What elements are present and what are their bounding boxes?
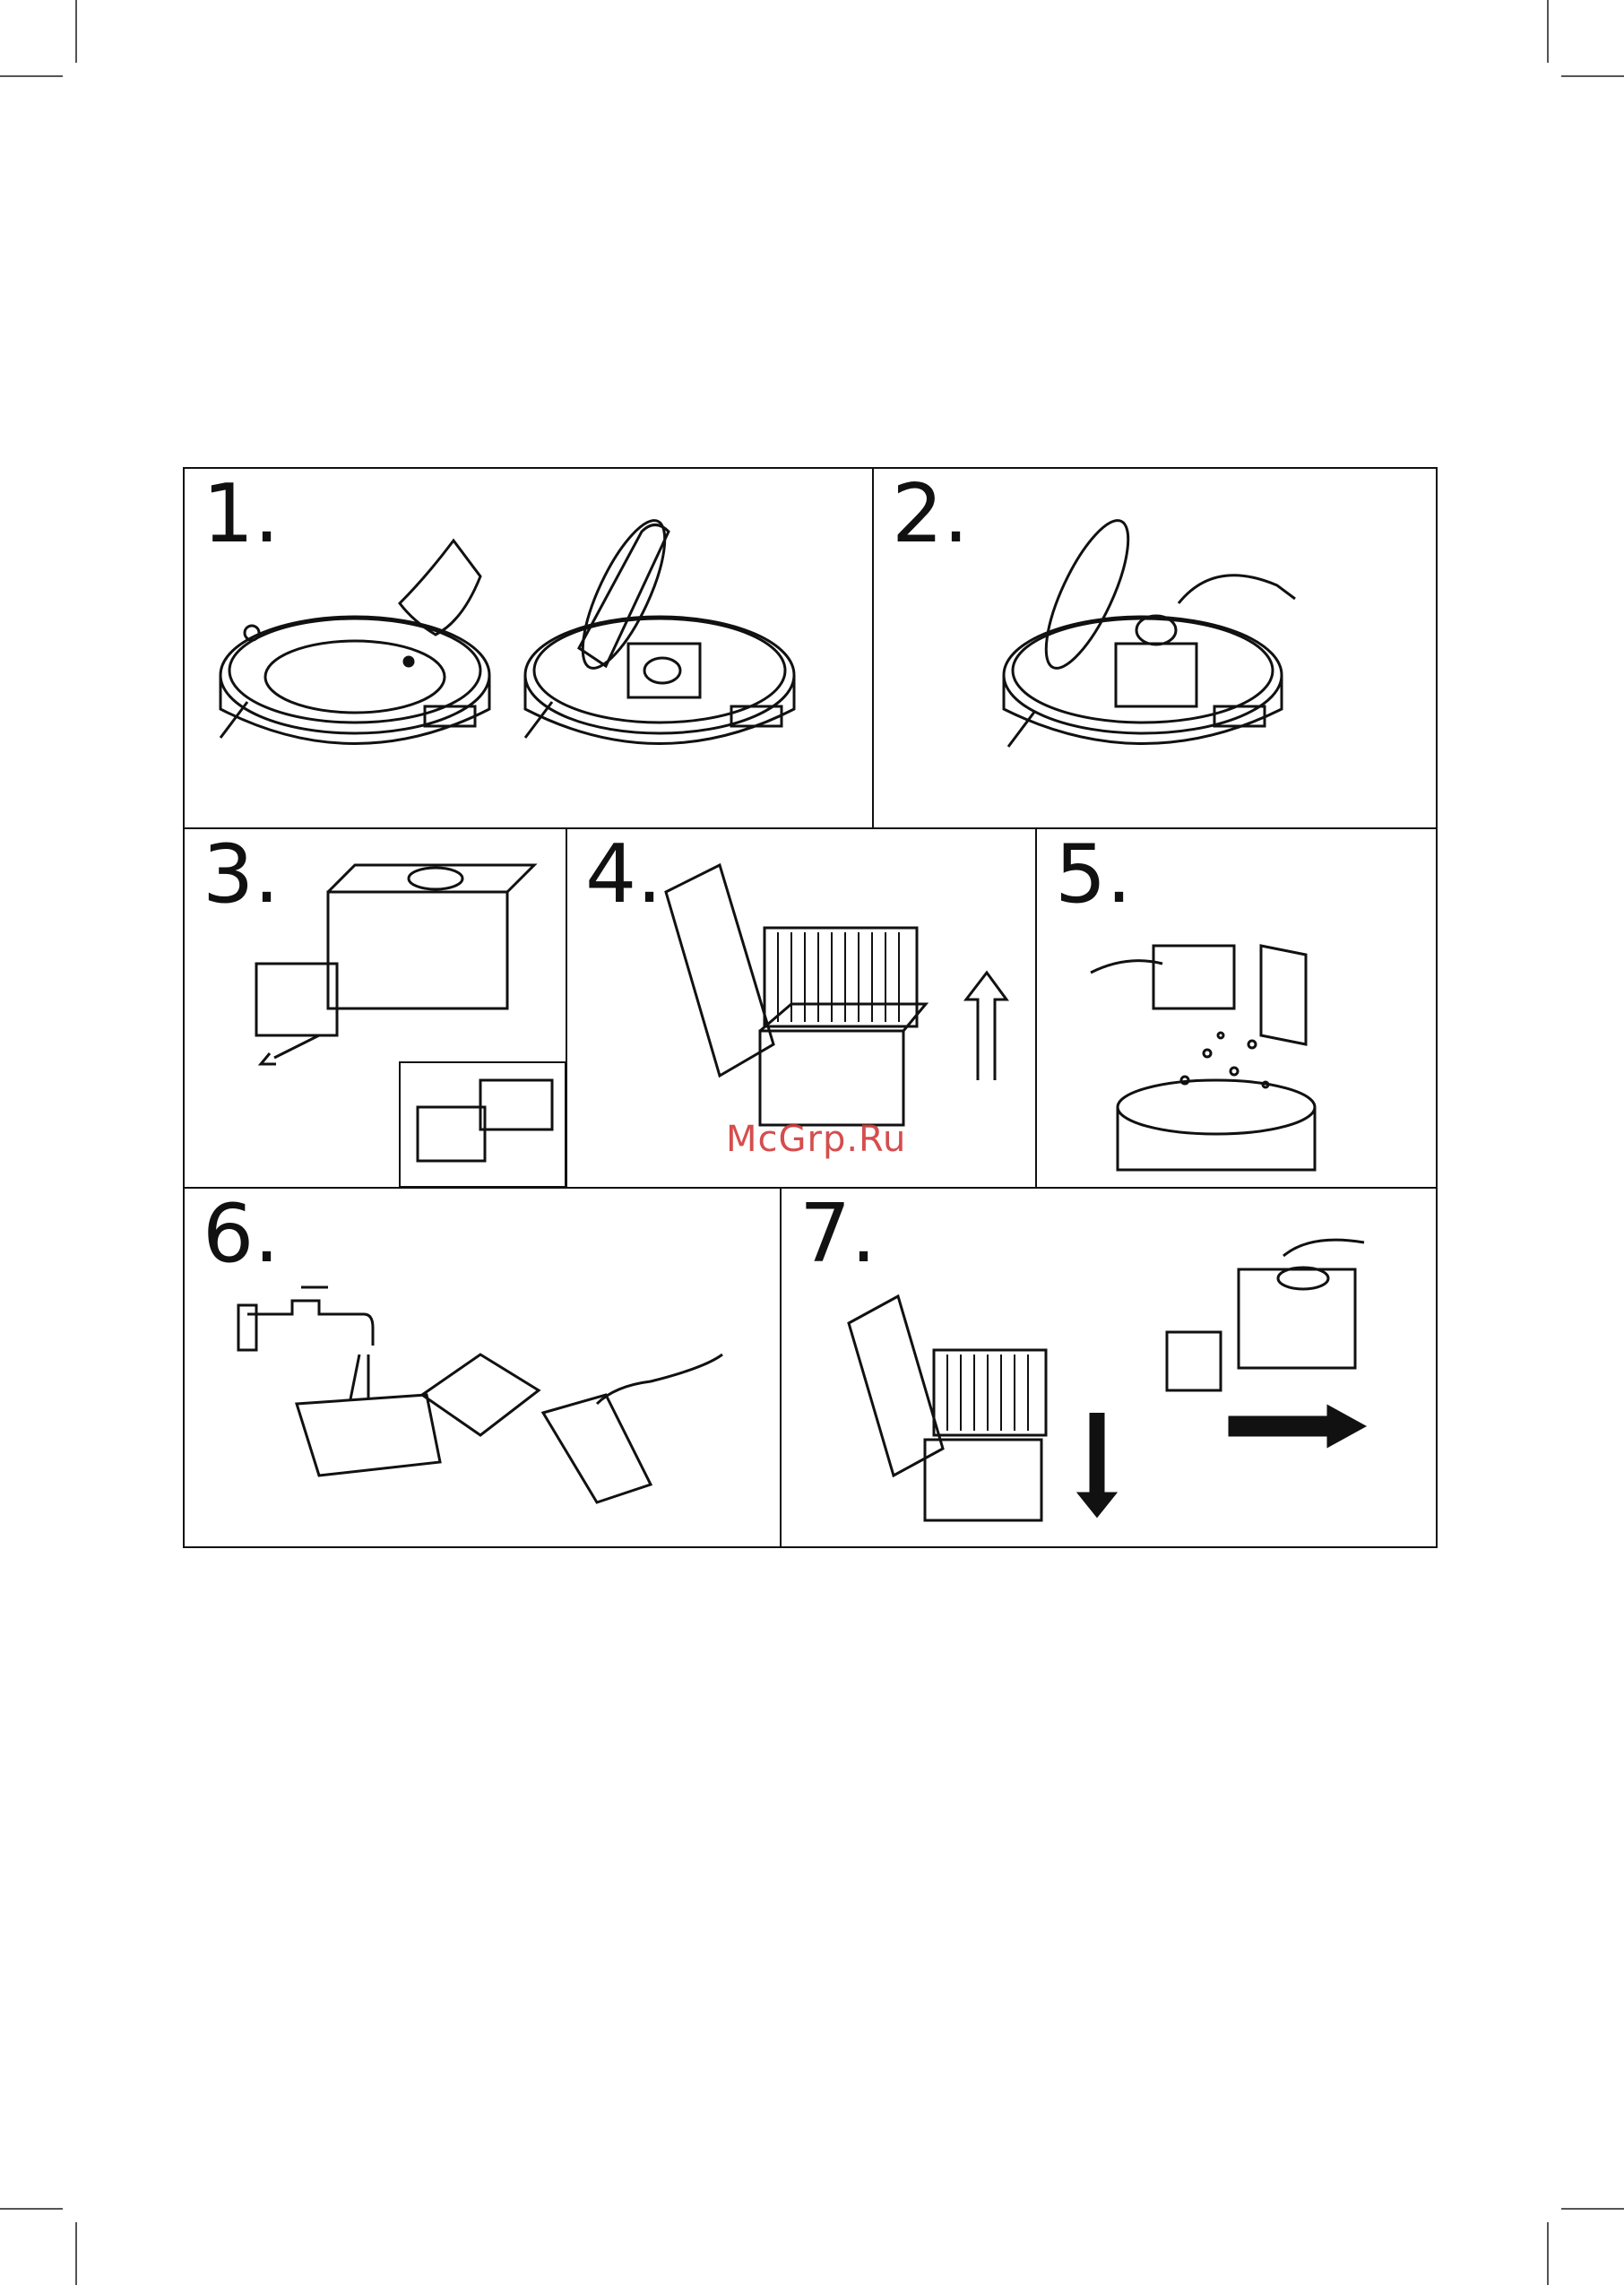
empty-dustbin-illustration <box>1037 829 1436 1187</box>
robot-vacuum-open-lid-illustration <box>185 469 872 827</box>
step-2-panel: 2. <box>874 469 1436 827</box>
crop-mark <box>1547 0 1549 63</box>
crop-mark <box>75 2222 77 2285</box>
reinsert-filter-illustration <box>782 1189 1436 1546</box>
step-1-panel: 1. <box>185 469 872 827</box>
step-3-panel: 3. <box>185 829 566 1187</box>
crop-mark <box>0 2208 63 2210</box>
crop-mark <box>1547 2222 1549 2285</box>
crop-mark <box>1561 75 1624 77</box>
step-5-panel: 5. <box>1037 829 1436 1187</box>
watermark-text: McGrp.Ru <box>726 1119 906 1160</box>
crop-mark <box>1561 2208 1624 2210</box>
remove-dustbin-illustration <box>874 469 1436 827</box>
step-7-panel: 7. <box>782 1189 1436 1546</box>
step-6-panel: 6. <box>185 1189 780 1546</box>
wash-and-brush-illustration <box>185 1189 780 1546</box>
instruction-grid: 1. <box>183 467 1438 1548</box>
remove-filter-illustration <box>185 829 566 1187</box>
crop-mark <box>0 75 63 77</box>
crop-mark <box>75 0 77 63</box>
